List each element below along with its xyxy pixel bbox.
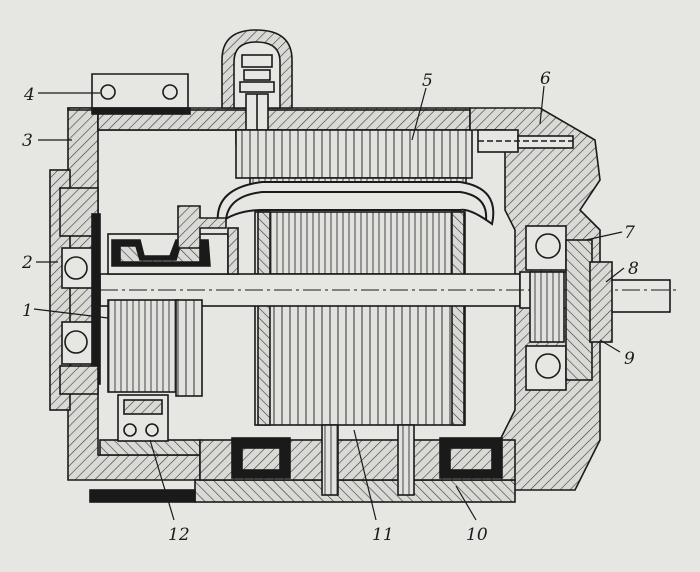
callout-leaders [33,85,625,521]
label-11: 11 [372,525,394,545]
label-6: 6 [540,69,551,89]
callout-labels: 4 3 2 1 5 6 7 8 9 10 11 12 [21,69,639,545]
label-5: 5 [422,71,433,91]
bottom-coils [231,437,503,479]
label-7: 7 [624,223,635,243]
end-windings [216,181,495,226]
label-9: 9 [624,349,635,369]
label-10: 10 [466,525,488,545]
mounting-lug [91,73,191,115]
stator-core [235,129,473,189]
label-2: 2 [21,253,33,273]
commutator-assembly [107,233,229,442]
label-8: 8 [628,259,639,279]
inner-bracket [177,205,239,275]
right-bearing [525,225,613,391]
label-1: 1 [22,301,33,321]
label-3: 3 [22,131,33,151]
housing [49,107,471,481]
left-bearing [59,187,101,395]
label-12: 12 [168,525,190,545]
label-1: 4 [23,85,35,105]
